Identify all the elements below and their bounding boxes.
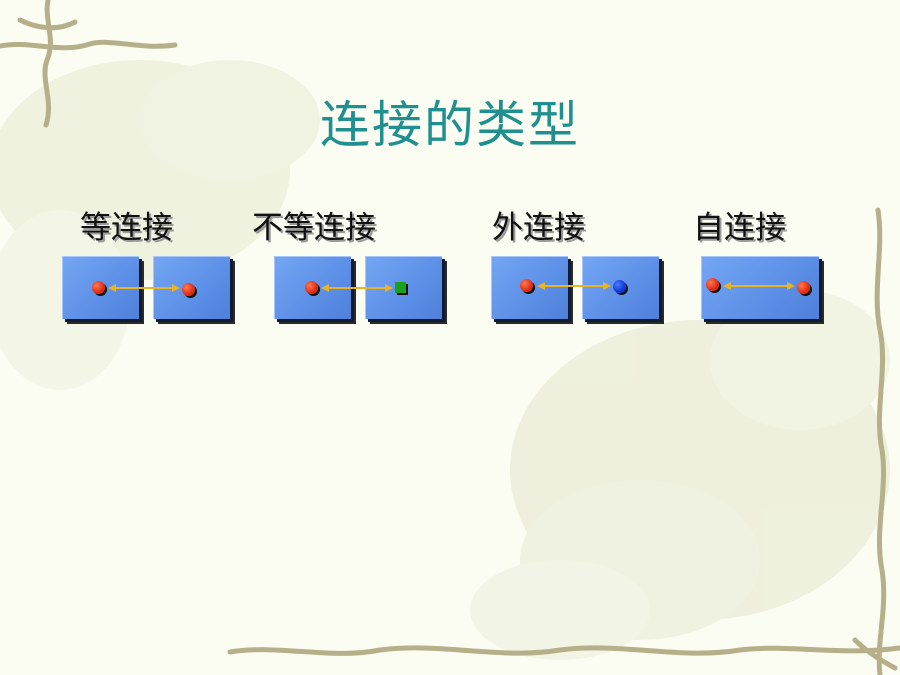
key-dot-red bbox=[706, 278, 719, 291]
join-type-label: 等连接 bbox=[80, 210, 173, 246]
key-dot-red bbox=[305, 281, 318, 294]
join-type-label: 外连接 bbox=[492, 210, 585, 246]
join-arrow bbox=[108, 284, 180, 292]
key-dot-red bbox=[92, 281, 105, 294]
slide-title: 连接的类型 bbox=[320, 96, 580, 154]
key-dot-red bbox=[797, 281, 810, 294]
join-arrow bbox=[537, 282, 611, 290]
join-arrow bbox=[723, 282, 795, 290]
join-arrow bbox=[321, 284, 393, 292]
key-dot-red bbox=[182, 283, 195, 296]
join-type-label: 不等连接 bbox=[252, 210, 376, 246]
key-square-green bbox=[395, 282, 406, 293]
join-type-label: 自连接 bbox=[693, 210, 786, 246]
key-dot-blue bbox=[613, 280, 626, 293]
key-dot-red bbox=[520, 279, 533, 292]
